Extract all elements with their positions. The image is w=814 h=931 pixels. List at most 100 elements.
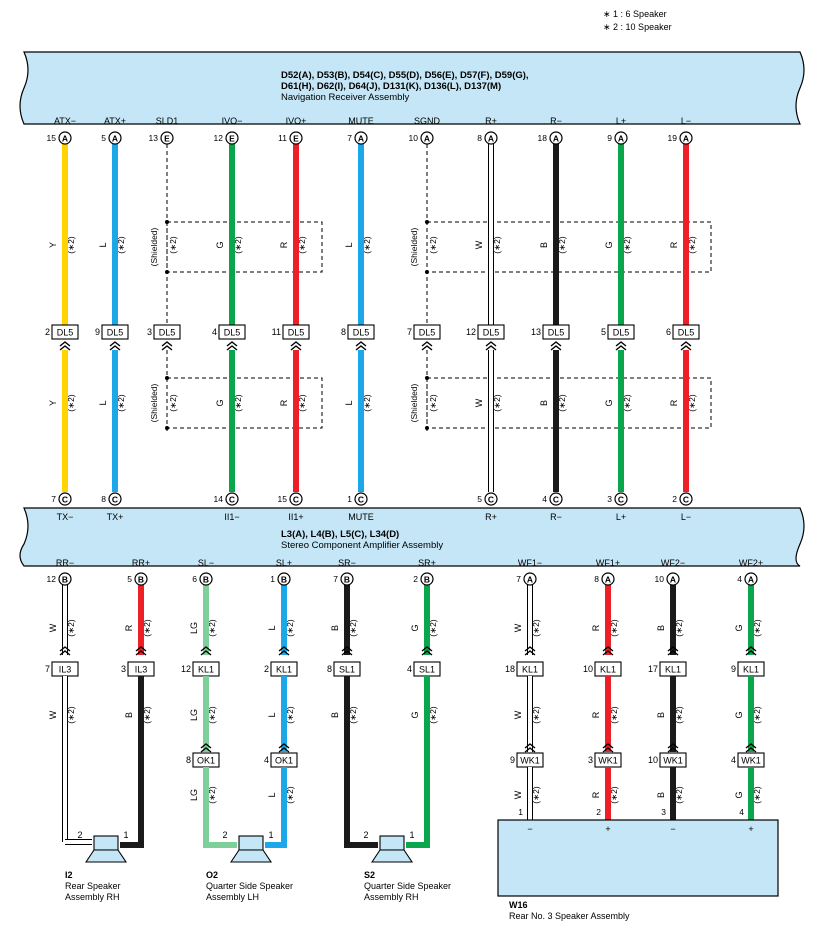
- junction-2-label: WK1: [741, 756, 761, 766]
- wire-color-letter: Y: [48, 242, 58, 248]
- junction-2-number: 4: [731, 755, 736, 765]
- receiver-pin-circle: [354, 131, 368, 145]
- speaker-lead-right: [406, 839, 430, 848]
- receiver-pin-letter: A: [488, 134, 494, 144]
- junction-chevron-stroke: [745, 646, 757, 652]
- junction-chevron-stroke: [550, 345, 562, 351]
- junction-chevron-stroke: [550, 341, 562, 347]
- receiver-pin-number: 18: [538, 133, 548, 143]
- junction-1-number: 3: [121, 664, 126, 674]
- speaker-lead-right: [265, 839, 287, 848]
- wire-color-letter: L: [267, 712, 277, 717]
- junction-dl5-box: [282, 324, 310, 340]
- receiver-pin-circle: [289, 131, 303, 145]
- amplifier-output-number: 10: [655, 574, 665, 584]
- junction-pin-number: 11: [272, 327, 281, 337]
- wire-note: (∗2): [428, 394, 438, 412]
- junction-chevron-stroke: [109, 345, 121, 351]
- junction-chevron-stroke: [59, 650, 71, 656]
- junction-dl5-box: [153, 324, 181, 340]
- junction-dl5-label: DL5: [159, 328, 176, 338]
- amplifier-pin-label: L−: [681, 512, 691, 522]
- receiver-pin-number: 15: [47, 133, 57, 143]
- speaker-pin-left: 2: [77, 830, 82, 840]
- wire-note: (∗2): [66, 619, 76, 637]
- amplifier-pin-circle: [484, 492, 498, 506]
- amplifier-pin-label: R+: [485, 512, 497, 522]
- amplifier-output-pin-circle: [277, 572, 291, 586]
- wire-note: (∗2): [557, 236, 567, 254]
- junction-chevron: [745, 646, 757, 656]
- wire-color-letter: W: [513, 790, 523, 799]
- speaker-pin-right: 1: [268, 830, 273, 840]
- junction-1-number: 4: [407, 664, 412, 674]
- amplifier-pin-label: TX−: [57, 512, 74, 522]
- wire-note: (∗2): [609, 706, 619, 724]
- junction-chevron-stroke: [290, 345, 302, 351]
- wire-color-letter: L: [344, 400, 354, 405]
- junction-dl5-label: DL5: [353, 328, 370, 338]
- amplifier-pin-number: 7: [51, 494, 56, 504]
- wire-note: (∗2): [116, 394, 126, 412]
- junction-chevron-stroke: [524, 747, 536, 753]
- junction-dl5-box: [101, 324, 129, 340]
- wire-note: (∗2): [622, 394, 632, 412]
- speaker-lead-left: [203, 839, 237, 848]
- receiver-pin-number: 19: [668, 133, 678, 143]
- wire-note: (∗2): [297, 394, 307, 412]
- wire-color-letter: W: [513, 623, 523, 632]
- junction-chevron-stroke: [745, 650, 757, 656]
- speaker-code: I2: [65, 870, 73, 880]
- amplifier-panel: [19, 507, 805, 567]
- junction-chevron-stroke: [667, 646, 679, 652]
- amplifier-pin-label: II1+: [288, 512, 303, 522]
- junction-chevron-stroke: [226, 341, 238, 347]
- receiver-pin-label: SLD1: [156, 116, 179, 126]
- receiver-pin-number: 13: [149, 133, 159, 143]
- amplifier-pin-letter: C: [618, 495, 624, 505]
- amplifier-pin-number: 4: [542, 494, 547, 504]
- wire-note: (∗2): [531, 706, 541, 724]
- wire-note: (∗2): [752, 706, 762, 724]
- wire-color-letter: W: [513, 710, 523, 719]
- junction-chevron-stroke: [278, 646, 290, 652]
- wire-note: (∗2): [66, 236, 76, 254]
- speaker-name-1: Quarter Side Speaker: [364, 881, 451, 891]
- junction-dl5-label: DL5: [419, 328, 436, 338]
- wire-color-letter: W: [474, 398, 484, 407]
- wire-color-letter: R: [124, 624, 134, 631]
- receiver-pin-circle: [614, 131, 628, 145]
- wire-note: (∗2): [557, 394, 567, 412]
- junction-1-label: KL1: [276, 665, 292, 675]
- junction-dl5-box: [413, 324, 441, 340]
- junction-dl5-box: [218, 324, 246, 340]
- wire-note: (∗2): [207, 706, 217, 724]
- wire-note: (∗2): [168, 236, 178, 254]
- junction-chevron-stroke: [200, 743, 212, 749]
- amplifier-output-label: WF1+: [596, 558, 620, 568]
- junction-chevron-stroke: [680, 345, 692, 351]
- wire-note: (∗2): [752, 619, 762, 637]
- junction-chevron-stroke: [524, 646, 536, 652]
- junction-chevron-stroke: [602, 650, 614, 656]
- junction-chevron-stroke: [667, 650, 679, 656]
- junction-2-number: 4: [264, 755, 269, 765]
- amplifier-pin-number: 5: [477, 494, 482, 504]
- amplifier-output-pin-letter: A: [748, 575, 754, 585]
- amplifier-output-label: WF1−: [518, 558, 542, 568]
- wire-color-letter: B: [330, 712, 340, 718]
- junction-chevron: [278, 646, 290, 656]
- receiver-pin-number: 8: [477, 133, 482, 143]
- amplifier-output-pin-letter: B: [424, 575, 430, 585]
- junction-dl5-box: [542, 324, 570, 340]
- junction-pin-number: 7: [407, 327, 412, 337]
- junction-chevron-stroke: [615, 345, 627, 351]
- receiver-pin-letter: A: [358, 134, 364, 144]
- junction-dl5-label: DL5: [483, 328, 500, 338]
- receiver-pin-label: SGND: [414, 116, 441, 126]
- junction-chevron: [615, 341, 627, 351]
- w16-terminal: −: [527, 824, 532, 834]
